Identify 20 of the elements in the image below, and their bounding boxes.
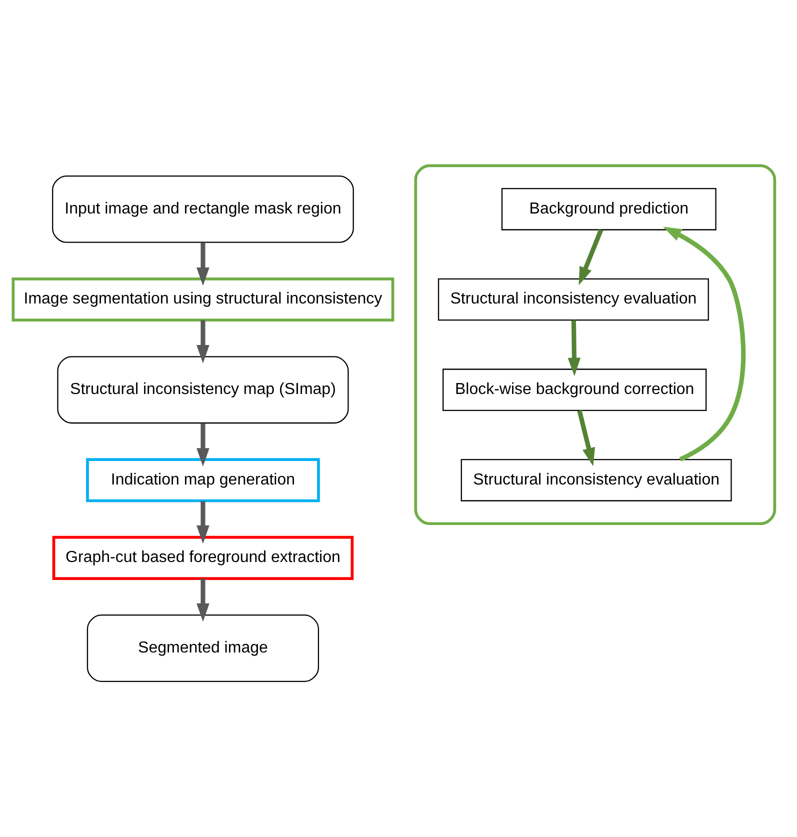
node-box: Structural inconsistency map (SImap) bbox=[57, 356, 349, 424]
arrow bbox=[196, 242, 210, 286]
node-box: Structural inconsistency evaluation bbox=[438, 278, 709, 320]
arrow bbox=[196, 578, 210, 622]
node-box: Background prediction bbox=[501, 188, 716, 230]
node-box: Structural inconsistency evaluation bbox=[460, 458, 732, 501]
arrow bbox=[568, 320, 581, 376]
node-box: Segmented image bbox=[86, 614, 320, 682]
arrow bbox=[196, 500, 210, 544]
arrow bbox=[663, 226, 746, 462]
arrow bbox=[196, 422, 210, 466]
arrow bbox=[578, 228, 604, 285]
arrow bbox=[577, 409, 595, 466]
node-box: Input image and rectangle mask region bbox=[52, 174, 354, 242]
node-box: Graph-cut based foreground extraction bbox=[52, 535, 354, 580]
node-box: Image segmentation using structural inconsistency bbox=[12, 277, 394, 322]
node-box: Indication map generation bbox=[86, 458, 320, 502]
cluster bbox=[414, 164, 776, 525]
node-box: Block-wise background correction bbox=[442, 368, 707, 410]
arrow bbox=[196, 320, 210, 363]
